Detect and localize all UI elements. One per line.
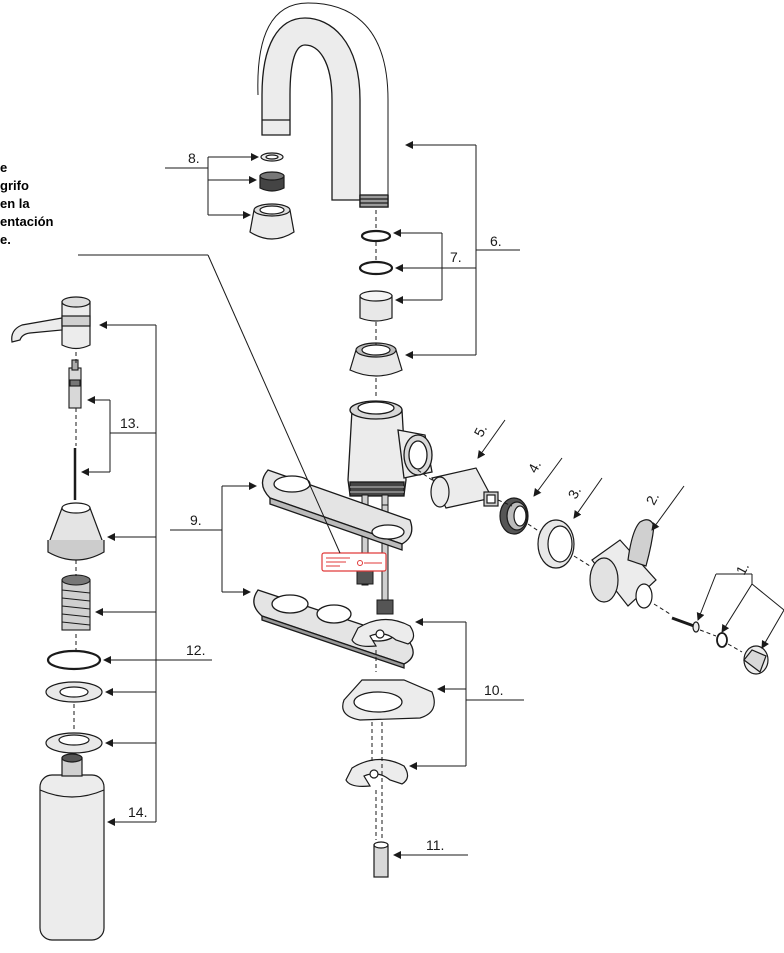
callout-12: 12. — [186, 642, 205, 658]
soap-threaded-shank — [61, 574, 91, 631]
note-line-2: grifo — [0, 178, 29, 193]
red-tag — [321, 552, 387, 572]
callout-6: 6. — [490, 233, 502, 249]
note-line-5: e. — [0, 232, 11, 247]
callout-8: 8. — [188, 150, 200, 166]
spout — [257, 2, 389, 208]
screw-cap-parts — [671, 616, 769, 675]
axis-line — [727, 643, 743, 653]
o-ring-parts — [358, 229, 394, 322]
callout-11: 11. — [426, 837, 444, 853]
callout-10: 10. — [484, 682, 503, 698]
callout-14: 14. — [128, 804, 147, 820]
axis-line — [497, 499, 513, 507]
callout-3: 3. — [565, 484, 585, 502]
axis-line — [573, 555, 591, 567]
note-line-4: entación — [0, 214, 54, 229]
callout-9: 9. — [190, 512, 202, 528]
lever-handle — [589, 519, 657, 609]
axis-line — [699, 629, 717, 637]
faucet-body — [347, 400, 433, 497]
note-line-1: e — [0, 160, 8, 175]
callout-4: 4. — [525, 458, 545, 476]
soap-pump-body — [47, 502, 105, 561]
soap-bottle — [39, 753, 105, 941]
soap-pump-head — [11, 296, 91, 350]
callout-1: 1. — [733, 560, 753, 578]
retaining-nut — [499, 497, 529, 535]
callout-2: 2. — [643, 490, 663, 508]
axis-line — [527, 523, 541, 533]
aerator-parts — [249, 152, 295, 240]
axis-line — [653, 603, 671, 615]
bonnet — [537, 519, 575, 569]
leader-lines — [78, 141, 784, 859]
callout-13: 13. — [120, 415, 139, 431]
cone-nut — [349, 342, 403, 377]
callout-7: 7. — [450, 249, 462, 265]
cartridge — [430, 467, 499, 509]
mounting-hardware — [342, 618, 435, 878]
deck-plate — [261, 469, 413, 551]
soap-washers — [45, 649, 103, 754]
callout-5: 5. — [471, 422, 491, 440]
soap-pump-stem — [68, 359, 82, 500]
note-line-3: en la — [0, 196, 30, 211]
